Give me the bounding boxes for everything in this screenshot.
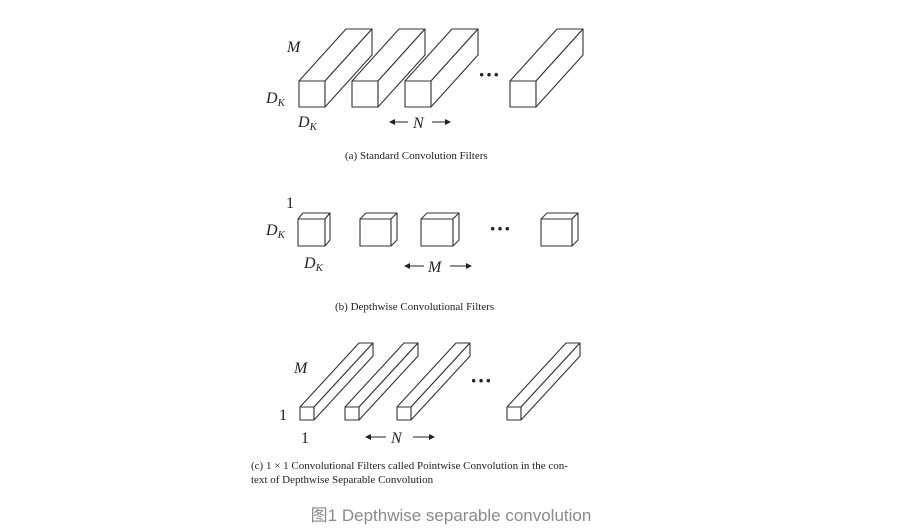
panel-c-caption-line2: text of Depthwise Separable Convolution	[251, 474, 434, 486]
panel-a-ellipsis: ···	[478, 62, 500, 87]
panel-b-depth-label: 1	[286, 195, 294, 212]
panel-b-filters	[297, 212, 579, 247]
depthwise-filter-last	[540, 212, 579, 247]
panel-b-count-arrows	[404, 263, 472, 269]
panel-b-count-label: M	[427, 259, 443, 276]
panel-a-depth-label: M	[286, 39, 302, 56]
figure-caption: 图1 Depthwise separable convolution	[311, 506, 592, 525]
pointwise-filter-2	[344, 342, 419, 421]
panel-b-caption: (b) Depthwise Convolutional Filters	[335, 301, 494, 313]
pointwise-filter-3	[396, 342, 471, 421]
panel-a-count-label: N	[412, 115, 425, 132]
panel-a-caption: (a) Standard Convolution Filters	[345, 150, 488, 162]
panel-b: 1 DK DK ··· M (b) Depthwise Convolutiona…	[265, 195, 579, 313]
panel-c-count-label: N	[390, 430, 403, 447]
panel-c-count-arrows	[365, 434, 435, 440]
panel-a: M DK DK ··· N (a) Standard Convolution F…	[265, 28, 584, 162]
panel-c-depth-label: M	[293, 360, 309, 377]
panel-a-width-label: DK	[297, 114, 318, 133]
panel-c: M 1 1 ··· N (c) 1 × 1 Convolutional Filt…	[251, 342, 581, 486]
standard-filter-1	[298, 28, 373, 108]
pointwise-filter-1	[299, 342, 374, 421]
depthwise-filter-1	[297, 212, 331, 247]
depthwise-filter-3	[420, 212, 460, 247]
depthwise-filter-2	[359, 212, 398, 247]
standard-filter-3	[404, 28, 479, 108]
pointwise-filter-last	[506, 342, 581, 421]
panel-b-height-label: DK	[265, 222, 286, 241]
panel-b-ellipsis: ···	[489, 216, 511, 241]
panel-a-height-label: DK	[265, 90, 286, 109]
panel-c-caption-line1: (c) 1 × 1 Convolutional Filters called P…	[251, 460, 568, 472]
panel-c-width-label: 1	[301, 430, 309, 447]
standard-filter-2	[351, 28, 426, 108]
standard-filter-last	[509, 28, 584, 108]
panel-b-width-label: DK	[303, 255, 324, 274]
panel-c-filters	[299, 342, 581, 421]
panel-c-height-label: 1	[279, 407, 287, 424]
panel-a-filters	[298, 28, 584, 108]
panel-c-ellipsis: ···	[470, 368, 492, 393]
panel-a-count-arrows	[389, 119, 451, 125]
